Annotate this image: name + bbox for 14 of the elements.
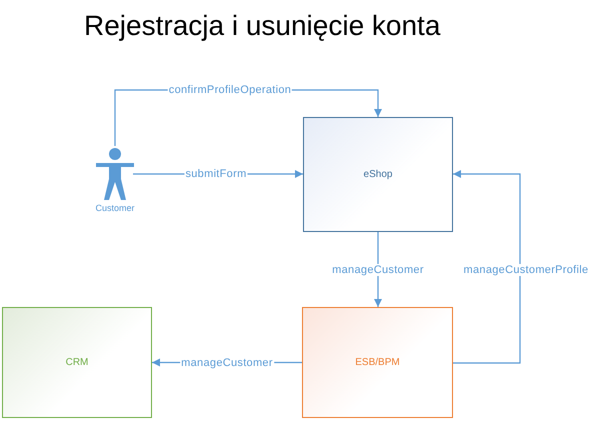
edge-label: manageCustomer: [180, 357, 274, 369]
diagram-title: Rejestracja i usunięcie konta: [84, 10, 440, 42]
arrow: [453, 170, 521, 364]
system-box: [302, 307, 453, 418]
edge-label: submitForm: [184, 168, 248, 180]
edge-label: confirmProfileOperation: [168, 84, 292, 96]
box-label: eShop: [364, 169, 392, 180]
system-box: [303, 117, 453, 232]
system-box: [2, 307, 152, 418]
actor-label: Customer: [94, 203, 136, 213]
box-label: CRM: [66, 357, 88, 368]
edge-label: manageCustomer: [331, 264, 425, 276]
edge-label: manageCustomerProfile: [462, 264, 590, 276]
box-label: ESB/BPM: [355, 357, 400, 368]
